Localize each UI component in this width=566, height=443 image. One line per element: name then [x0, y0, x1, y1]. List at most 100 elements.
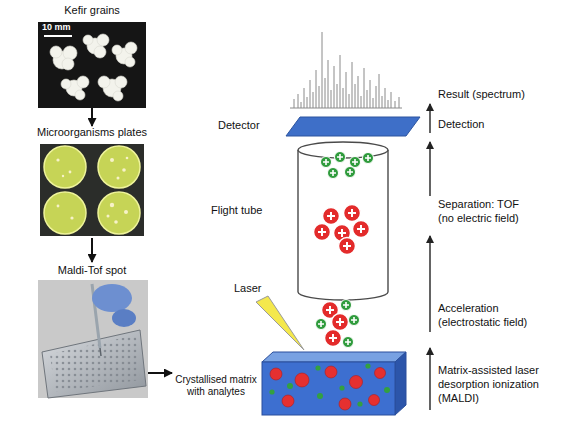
plates-photo-part-part	[126, 157, 129, 160]
maldi-photo-part	[42, 330, 146, 398]
ions-part	[339, 238, 356, 255]
kefir-photo-part-part	[115, 76, 127, 88]
ions	[314, 152, 374, 348]
part-label: Laser	[234, 282, 274, 296]
process-arrows-part	[429, 104, 430, 133]
matrix-block-part	[270, 366, 386, 410]
kefir-photo-part-part	[77, 76, 89, 88]
matrix-block-part-part	[375, 368, 386, 379]
plates-photo-part-part	[110, 158, 114, 162]
plates-photo-part-part	[70, 216, 73, 219]
kefir-photo-part-part	[63, 46, 77, 60]
ions-part	[363, 153, 374, 164]
kefir-photo-part-part	[75, 90, 85, 100]
plates-photo-part-part	[110, 203, 114, 207]
matrix-block-part-part	[269, 389, 274, 394]
kefir-photo-part-part	[113, 91, 123, 101]
mass-spectrum-part	[290, 32, 402, 108]
matrix-block-part-part	[357, 401, 362, 406]
matrix-block-part-part	[270, 368, 282, 380]
maldi-photo-part	[50, 335, 140, 392]
matrix-block-part-part	[295, 373, 309, 387]
matrix-block-part-part	[287, 383, 293, 389]
kefir-photo-part	[44, 35, 72, 37]
matrix-box: Crystallised matrix with analytes	[172, 348, 406, 418]
ions-part	[349, 315, 360, 326]
stage-label: Acceleration (electrostatic field)	[438, 302, 558, 330]
node-title: Microorganisms plates	[36, 126, 148, 139]
node-title: Crystallised matrix with analytes	[172, 374, 260, 398]
plates-photo-part	[40, 144, 144, 236]
flow-arrow	[91, 108, 93, 126]
maldi-photo-part	[112, 309, 136, 327]
ions-part	[353, 221, 370, 238]
flight-tube	[298, 142, 388, 300]
matrix-block-part-part	[384, 387, 390, 393]
matrix-block-part	[269, 363, 390, 406]
ions-part	[345, 167, 356, 178]
plates-photo-part-part	[114, 220, 118, 224]
ions-part	[323, 208, 340, 225]
plates-photo-part-part	[56, 158, 59, 161]
process-arrows-part	[429, 142, 430, 196]
matrix-block-part	[262, 352, 406, 362]
matrix-block-part-part	[350, 376, 363, 389]
photo-panel: Kefir grains 10 mm	[36, 4, 148, 108]
ions-part	[314, 224, 331, 241]
plates-photo-part-part	[57, 205, 60, 208]
kefir-photo-part-part	[125, 57, 135, 67]
plates-photo-part-part	[124, 210, 128, 214]
kefir-photo-part-part	[94, 46, 106, 58]
matrix-block-part	[262, 362, 395, 415]
matrix-block-part-part	[369, 395, 380, 406]
plates-photo-part-part	[122, 168, 126, 172]
kefir-photo-part	[38, 22, 146, 108]
node-title: Kefir grains	[36, 4, 148, 17]
kefir-photo-part-part	[98, 76, 110, 88]
plates-photo-part	[56, 157, 128, 224]
matrix-block-part-part	[365, 363, 370, 368]
plates-photo-part-part	[62, 175, 64, 177]
matrix-block-part	[395, 352, 406, 415]
process-arrows-part	[429, 348, 430, 410]
photo-panel: Maldi-Tof spot	[36, 262, 148, 398]
ions-part	[343, 337, 354, 348]
plates-photo-part-part	[107, 215, 110, 218]
plates-photo-part-part	[98, 192, 140, 234]
process-arrows-part	[429, 236, 430, 332]
matrix-block-part-part	[315, 365, 320, 370]
kefir-photo-part-part	[97, 34, 109, 46]
stage-label: Separation: TOF (no electric field)	[438, 198, 533, 226]
matrix-block-part-part	[282, 395, 294, 407]
ions-part	[335, 152, 346, 163]
scale-text: 10 mm	[42, 22, 86, 33]
matrix-block	[262, 352, 406, 415]
kefir-photo-part-part	[125, 42, 137, 54]
plates-photo-part-part	[44, 146, 86, 188]
plates-photo-part-part	[98, 146, 140, 188]
photo-panel: Microorganisms plates	[36, 126, 148, 238]
flight-tube-part	[298, 150, 388, 300]
kefir-photo-part-part	[50, 46, 62, 58]
matrix-block-part-part	[325, 366, 337, 378]
kefir-photo-part-part	[62, 58, 74, 70]
matrix-block-part-part	[339, 398, 351, 410]
ions-part	[325, 330, 342, 347]
detector-box: Detector	[212, 115, 422, 138]
maldi-photo-part	[100, 348, 101, 356]
plates-photo-part	[44, 146, 140, 234]
process-arrows	[429, 104, 430, 410]
matrix-block-part-part	[339, 385, 344, 390]
kefir-photo-part-part	[112, 45, 122, 55]
maldi-photo	[38, 280, 148, 398]
flow-arrow	[148, 372, 172, 374]
stage-label: Detection	[438, 118, 563, 132]
ions-part	[321, 157, 332, 168]
stage-label: Matrix-assisted laser desorption ionizat…	[438, 364, 562, 405]
ions-part	[332, 314, 349, 331]
kefir-photo-part-part	[83, 35, 93, 45]
ions-part	[316, 319, 327, 330]
mass-spectrum	[290, 32, 402, 108]
plates-photo-part-part	[44, 192, 86, 234]
ions-part	[350, 157, 361, 168]
